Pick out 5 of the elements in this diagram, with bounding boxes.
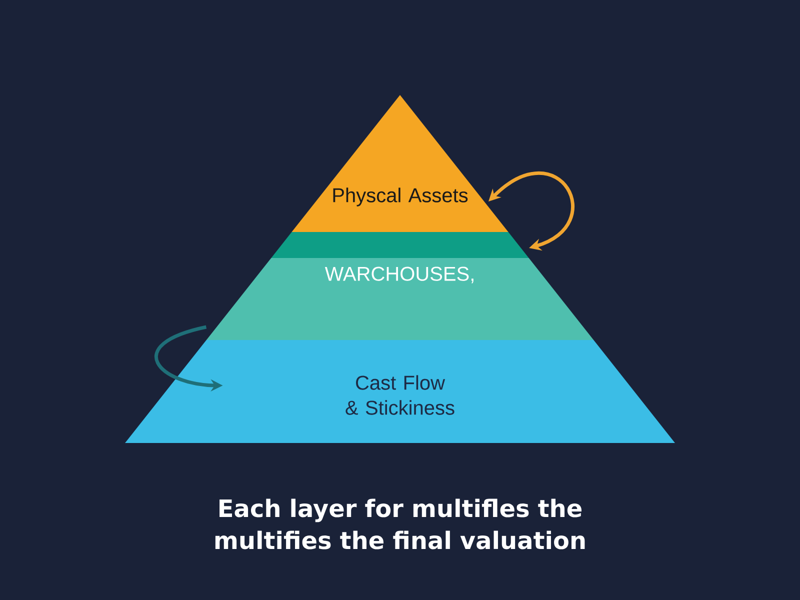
pyramid-layer: Physcal Assets [292,95,508,232]
pyramid-layer: Cast Flow & Stickiness [125,340,675,443]
caption: Each layer for multifles the multifies the final valuation [215,498,585,550]
pyramid-layer: WARCHOUSES, [206,258,594,340]
pyramid-band [271,232,529,258]
